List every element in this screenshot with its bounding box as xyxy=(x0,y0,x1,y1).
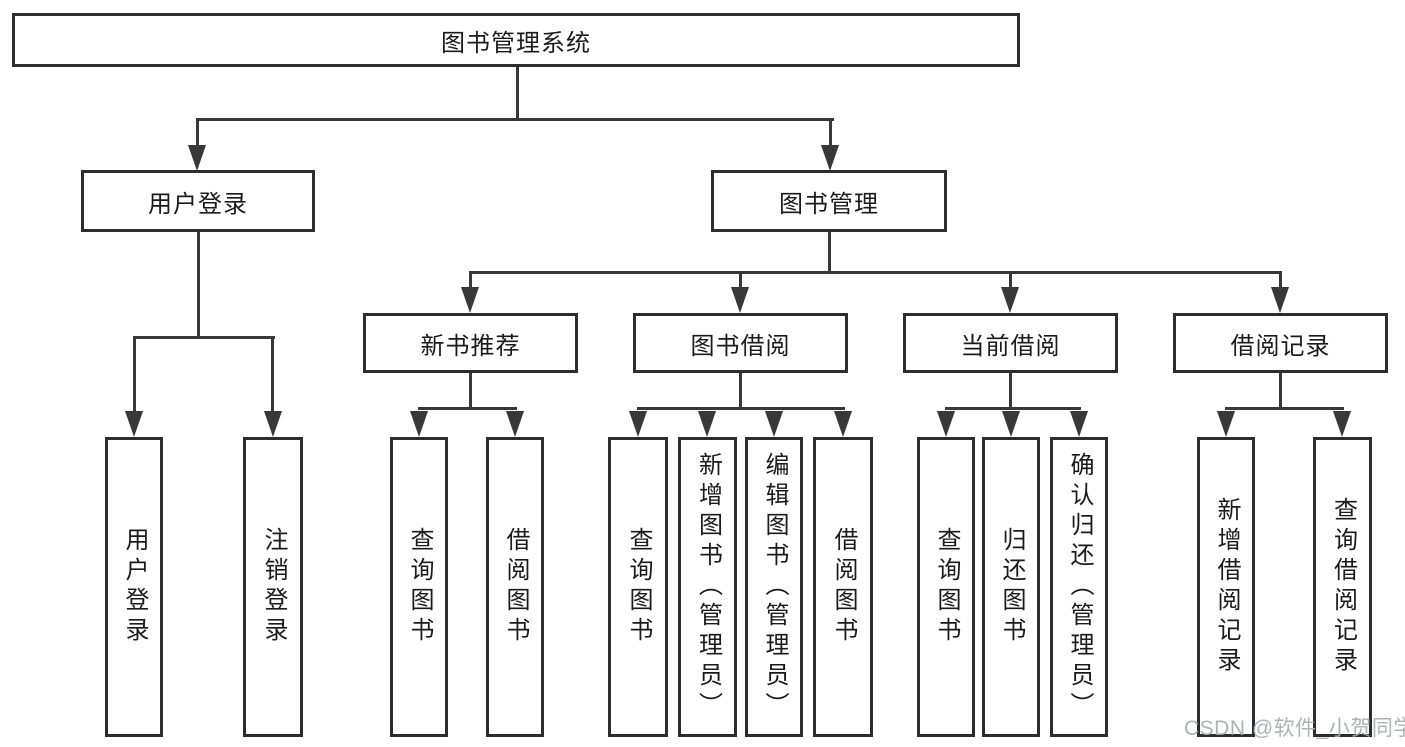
csdn-watermark: CSDN @软件_小贺同学 xyxy=(1184,717,1405,740)
arrowhead-user-login-icon xyxy=(188,145,206,171)
leaf-label: 注销登录 xyxy=(260,527,287,647)
connector-to-leaf-logout xyxy=(271,336,274,415)
connector-root-crossbar xyxy=(196,118,834,121)
leaf-query-books-borrowing: 查询图书 xyxy=(608,437,668,737)
leaf-confirm-return-admin: 确认归还（管理员） xyxy=(1050,437,1108,737)
node-label: 图书借阅 xyxy=(690,332,791,360)
arrowhead-query-books-borrowing-icon xyxy=(629,411,647,437)
node-current-borrowing: 当前借阅 xyxy=(903,313,1118,373)
connector-borrowing-records-stem xyxy=(1279,373,1282,409)
arrowhead-leaf-user-login-icon xyxy=(125,411,143,437)
arrowhead-add-book-admin-icon xyxy=(698,411,716,437)
arrowhead-book-management-icon xyxy=(821,145,839,171)
connector-book-borrowing-crossbar xyxy=(637,407,845,410)
connector-to-borrowing-records xyxy=(1279,271,1282,295)
node-user-login: 用户登录 xyxy=(81,170,315,232)
leaf-label: 查询图书 xyxy=(933,527,960,647)
connector-root-stem xyxy=(516,67,519,120)
leaf-label: 归还图书 xyxy=(998,527,1025,647)
node-label: 新书推荐 xyxy=(420,332,521,360)
arrowhead-return-book-icon xyxy=(1002,411,1020,437)
arrowhead-confirm-return-admin-icon xyxy=(1070,411,1088,437)
leaf-edit-book-admin: 编辑图书（管理员） xyxy=(745,437,803,737)
connector-current-borrowing-crossbar xyxy=(945,407,1081,410)
connector-user-login-crossbar xyxy=(133,336,275,339)
connector-new-book-recommendation-crossbar xyxy=(418,407,517,410)
arrowhead-borrow-books-borrowing-icon xyxy=(834,411,852,437)
node-borrowing-records: 借阅记录 xyxy=(1173,313,1388,373)
leaf-label: 借阅图书 xyxy=(830,527,857,647)
node-book-management: 图书管理 xyxy=(711,170,947,232)
node-label: 借阅记录 xyxy=(1230,332,1331,360)
leaf-label: 新增借阅记录 xyxy=(1213,497,1240,677)
connector-to-leaf-user-login xyxy=(133,336,136,415)
connector-to-new-book-recommendation xyxy=(469,271,472,295)
connector-root-to-book-management xyxy=(829,118,832,151)
node-label: 当前借阅 xyxy=(960,332,1061,360)
leaf-user-login: 用户登录 xyxy=(105,437,163,737)
connector-book-management-crossbar xyxy=(469,271,1282,274)
leaf-label: 新增图书（管理员） xyxy=(694,452,722,722)
leaf-add-borrow-record: 新增借阅记录 xyxy=(1197,437,1255,737)
leaf-query-books-current: 查询图书 xyxy=(917,437,975,737)
node-label: 用户登录 xyxy=(148,190,248,218)
connector-root-to-user-login xyxy=(196,118,199,151)
node-label: 图书管理 xyxy=(779,190,879,218)
leaf-logout: 注销登录 xyxy=(243,437,303,737)
connector-new-book-recommendation-stem xyxy=(469,373,472,409)
connector-user-login-stem xyxy=(197,232,200,338)
node-new-book-recommendation: 新书推荐 xyxy=(363,313,578,373)
leaf-add-book-admin: 新增图书（管理员） xyxy=(678,437,737,737)
leaf-label: 查询图书 xyxy=(625,527,652,647)
arrowhead-borrow-books-recommend-icon xyxy=(506,411,524,437)
arrowhead-query-borrow-record-icon xyxy=(1333,411,1351,437)
connector-to-book-borrowing xyxy=(739,271,742,295)
arrowhead-current-borrowing-icon xyxy=(1001,287,1019,313)
node-label: 图书管理系统 xyxy=(441,29,591,57)
leaf-label: 查询图书 xyxy=(406,527,433,647)
connector-current-borrowing-stem xyxy=(1009,373,1012,409)
arrowhead-query-books-recommend-icon xyxy=(410,411,428,437)
leaf-borrow-books-recommend: 借阅图书 xyxy=(486,437,544,737)
connector-book-management-stem xyxy=(828,232,831,274)
arrowhead-query-books-current-icon xyxy=(937,411,955,437)
arrowhead-book-borrowing-icon xyxy=(731,287,749,313)
leaf-label: 查询借阅记录 xyxy=(1329,497,1357,677)
connector-to-current-borrowing xyxy=(1009,271,1012,295)
arrowhead-add-borrow-record-icon xyxy=(1217,411,1235,437)
arrowhead-borrowing-records-icon xyxy=(1271,287,1289,313)
leaf-query-books-recommend: 查询图书 xyxy=(390,437,448,737)
connector-borrowing-records-crossbar xyxy=(1225,407,1344,410)
arrowhead-edit-book-admin-icon xyxy=(765,411,783,437)
leaf-return-book: 归还图书 xyxy=(982,437,1040,737)
leaf-label: 编辑图书（管理员） xyxy=(761,452,788,722)
arrowhead-leaf-logout-icon xyxy=(264,411,282,437)
node-library-management-system: 图书管理系统 xyxy=(12,13,1020,67)
arrowhead-new-book-recommendation-icon xyxy=(461,287,479,313)
node-book-borrowing: 图书借阅 xyxy=(633,313,848,373)
leaf-label: 确认归还（管理员） xyxy=(1066,452,1093,722)
connector-book-borrowing-stem xyxy=(739,373,742,409)
leaf-borrow-books-borrowing: 借阅图书 xyxy=(813,437,873,737)
leaf-label: 用户登录 xyxy=(121,527,148,647)
leaf-label: 借阅图书 xyxy=(502,527,529,647)
leaf-query-borrow-record: 查询借阅记录 xyxy=(1313,437,1372,737)
